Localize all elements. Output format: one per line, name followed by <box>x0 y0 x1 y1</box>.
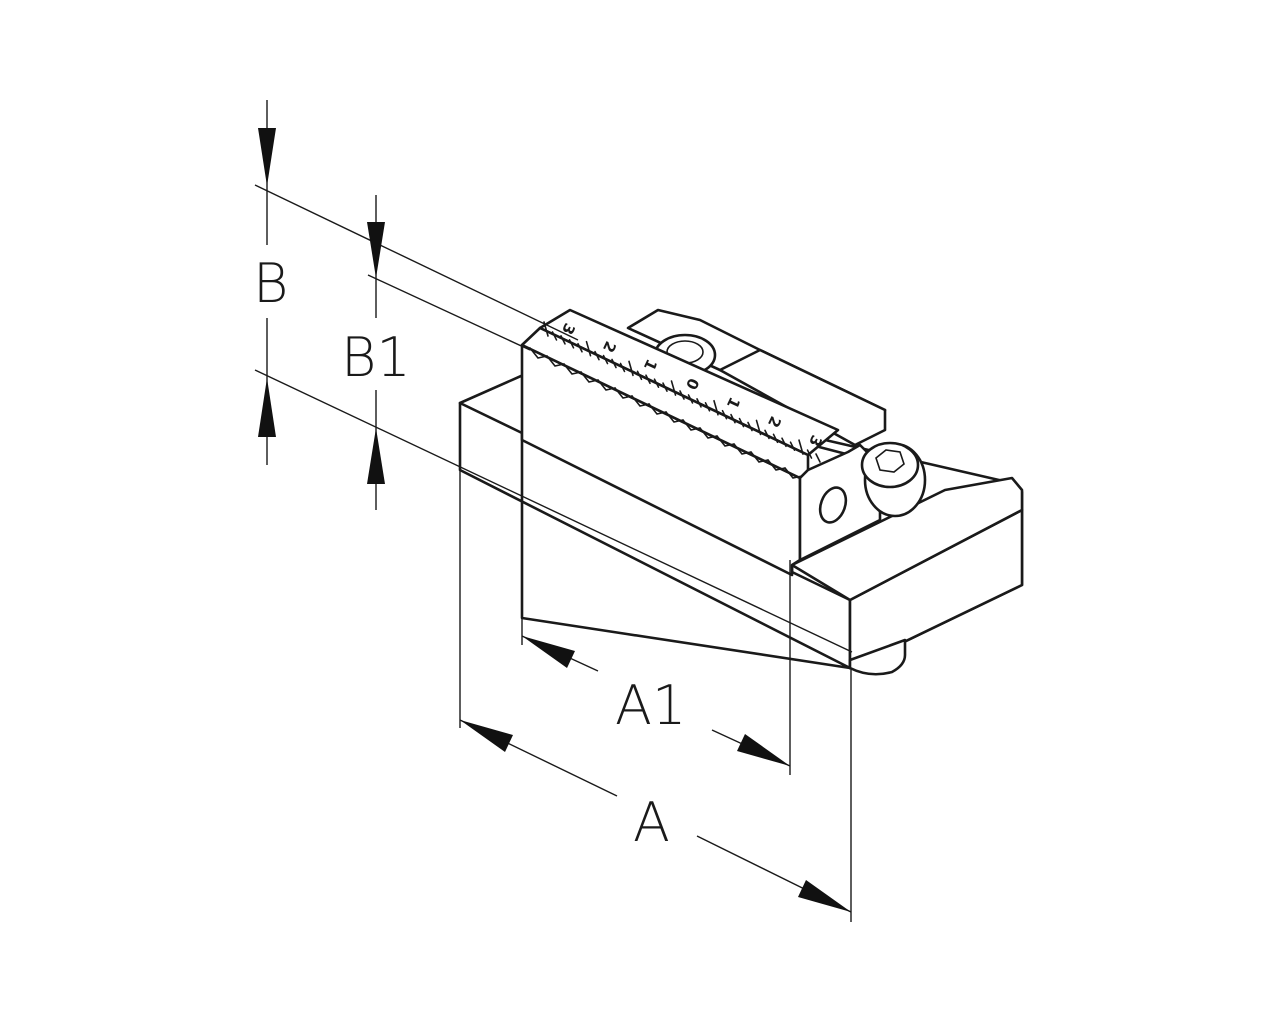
label-b: B <box>253 252 288 315</box>
ruler-tick <box>670 380 677 396</box>
ruler-tick <box>645 374 651 385</box>
jaw-serration <box>716 435 735 447</box>
front-hex-bolt <box>860 441 927 518</box>
jaw-serration <box>546 355 565 367</box>
ruler-tick <box>560 335 566 345</box>
label-a: A <box>633 791 670 854</box>
ruler-tick <box>815 453 821 463</box>
base-top-right <box>790 476 1024 602</box>
ruler-tick <box>696 398 702 408</box>
ruler-tick <box>772 433 779 444</box>
side-hole <box>818 486 848 524</box>
arrow-a-right <box>798 880 851 912</box>
jaw-serration <box>699 427 718 439</box>
jaw-serration <box>784 467 803 479</box>
ruler-tick <box>798 439 804 455</box>
ruler-tick <box>704 402 711 412</box>
jaw-serration <box>733 443 752 455</box>
jaw-serration <box>665 411 684 423</box>
ruler-tick <box>594 350 600 361</box>
ruler-tick <box>738 417 745 428</box>
jaw-serration <box>614 387 633 399</box>
ruler-tick <box>628 360 634 377</box>
ruler-tick <box>687 394 694 404</box>
arrow-b1-bottom <box>367 428 385 484</box>
ruler-tick <box>721 409 728 420</box>
extension-line-b-top <box>254 184 579 341</box>
ruler-tick <box>679 390 685 400</box>
arrow-a1-left <box>522 636 575 668</box>
label-b1: B1 <box>341 326 411 389</box>
ruler-tick <box>585 340 592 357</box>
ruler-tick <box>713 399 719 416</box>
front-jaw <box>520 308 882 577</box>
jaw-serration <box>631 395 650 407</box>
jaw-serration <box>682 419 701 431</box>
ruler-ticks <box>529 321 821 479</box>
base-front-face <box>458 401 852 670</box>
arrow-b1-top <box>367 222 385 278</box>
jaw-serration <box>750 451 769 463</box>
arrow-a1-right <box>737 734 790 766</box>
ruler-tick <box>747 421 753 432</box>
ruler-tick <box>730 413 736 424</box>
extension-line-b1-top <box>367 274 531 351</box>
ruler-tick <box>789 441 796 451</box>
arrow-b-bottom <box>258 378 276 437</box>
ruler-tick <box>781 437 787 448</box>
ruler-tick <box>755 419 762 436</box>
arrow-b-top <box>258 128 276 186</box>
jaw-serration <box>597 379 616 391</box>
ruler-tick <box>764 429 770 440</box>
jaw-serration <box>563 363 582 375</box>
jaw-serration <box>580 371 599 383</box>
extension-line-bottom <box>254 369 853 653</box>
arrow-a-left <box>460 720 513 752</box>
jaw-serration <box>767 459 786 471</box>
ruler-tick <box>577 342 583 353</box>
jaw-serration <box>648 403 667 415</box>
ruler-tick <box>551 331 558 341</box>
ruler-tick <box>619 362 626 373</box>
ruler-tick <box>636 370 643 381</box>
ruler-tick <box>611 358 617 369</box>
jaw-serration <box>529 347 548 359</box>
label-a1: A1 <box>615 674 686 737</box>
ruler-tick <box>653 378 660 388</box>
ruler-tick <box>662 382 668 392</box>
ruler-tick <box>806 449 813 459</box>
bottom-pin <box>848 638 907 676</box>
ruler-tick <box>602 354 609 365</box>
ruler-tick <box>568 339 575 349</box>
